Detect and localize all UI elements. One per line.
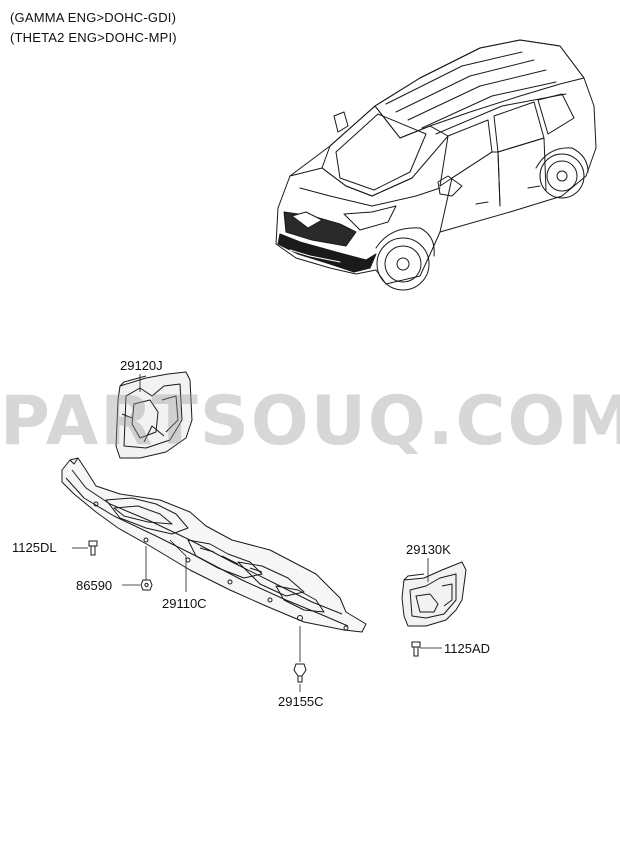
part-29130k-drawing [401, 561, 467, 627]
part-label-86590[interactable]: 86590 [76, 578, 113, 593]
part-label-29155c[interactable]: 29155C [278, 694, 324, 709]
header-engine-line-1: (GAMMA ENG>DOHC-GDI) [10, 10, 177, 25]
part-29120j-drawing [115, 371, 193, 459]
vehicle-illustration [275, 39, 597, 291]
part-label-29130k[interactable]: 29130K [406, 542, 451, 557]
nut-86590-drawing [140, 579, 153, 591]
clip-29155c-drawing [293, 663, 307, 683]
part-label-29110c[interactable]: 29110C [162, 596, 207, 611]
part-29110c-drawing [61, 457, 367, 633]
part-label-29120j[interactable]: 29120J [120, 358, 163, 373]
part-label-1125dl[interactable]: 1125DL [12, 540, 57, 555]
part-label-1125ad[interactable]: 1125AD [444, 641, 491, 656]
bolt-1125dl-drawing [88, 540, 98, 556]
header-engine-line-2: (THETA2 ENG>DOHC-MPI) [10, 30, 177, 45]
bolt-1125ad-drawing [411, 641, 421, 657]
leader-lines [72, 374, 442, 692]
